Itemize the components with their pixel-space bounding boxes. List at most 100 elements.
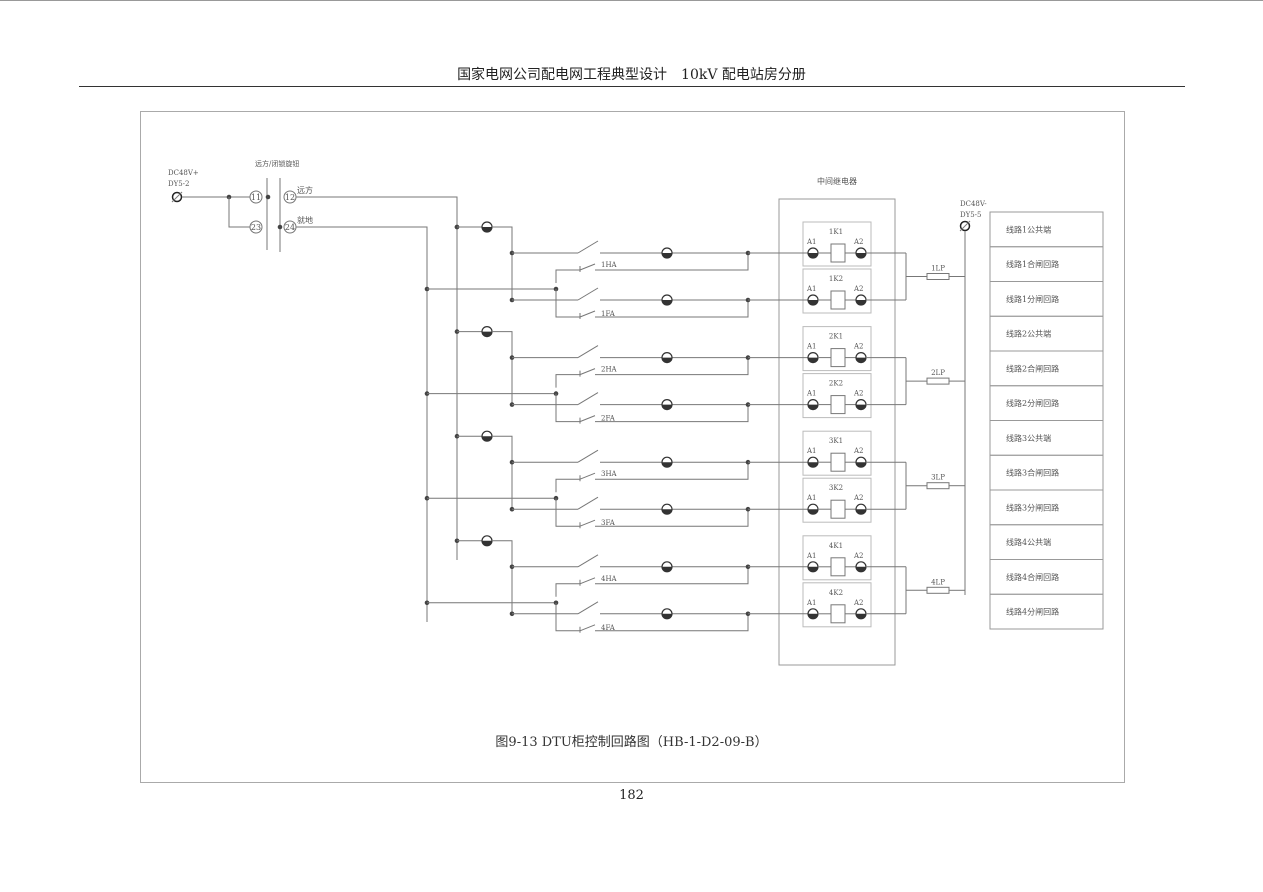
contact-blade (577, 287, 599, 301)
terminal-table-cell: 线路2分闸回路 (1006, 398, 1059, 408)
terminal-lamp-fill (856, 613, 866, 619)
open-contact-label: 3FA (601, 519, 616, 527)
fuse-icon (926, 377, 950, 385)
fuse-label: 2LP (931, 369, 945, 377)
terminal-lamp-fill (808, 566, 818, 572)
relay-coil (830, 452, 846, 472)
selector-terminal-label: 12 (285, 193, 295, 202)
terminal-slash (171, 191, 183, 203)
relay-coil (830, 604, 846, 624)
relay-box (802, 430, 872, 476)
relay-group-label: 中间继电器 (817, 176, 857, 186)
aux-contact (579, 415, 596, 423)
terminal-lamp-fill (662, 404, 672, 410)
terminal-lamp-fill (662, 566, 672, 572)
terminal-lamp-fill (808, 404, 818, 410)
open-contact-label: 2FA (601, 415, 616, 423)
fuse-icon (926, 586, 950, 594)
relay-label: 2K1 (829, 333, 843, 341)
terminal-symbol-icon (171, 191, 183, 203)
terminal-lamp-fill (856, 253, 866, 258)
coil-terminal-a1: A1 (806, 494, 817, 502)
aux-contact (579, 472, 596, 480)
contact-blade (577, 496, 599, 510)
terminal-lamp-fill (856, 300, 866, 305)
remote-label: 远方 (297, 185, 313, 195)
wire (228, 197, 250, 228)
junction-dot (277, 224, 283, 230)
coil-terminal-a2: A2 (853, 343, 864, 351)
relay-box (802, 268, 872, 314)
relay-coil (830, 557, 846, 577)
aux-contact (579, 263, 596, 271)
terminal-lamp-fill (662, 357, 672, 363)
relay-box (802, 326, 872, 372)
terminal-symbol-icon (959, 220, 971, 232)
wire (595, 357, 749, 376)
close-contact-label: 3HA (601, 470, 618, 478)
wire (555, 478, 580, 493)
terminal-lamp-fill (662, 613, 672, 619)
coil-terminal-a1: A1 (806, 390, 817, 398)
wire (595, 300, 749, 318)
terminal-table-cell: 线路1合闸回路 (1006, 259, 1059, 269)
terminal-lamp-fill (808, 613, 818, 619)
terminal-table-cell: 线路4公共端 (1006, 537, 1051, 547)
selector-terminal-label: 11 (251, 193, 261, 202)
terminal-table-cell: 线路2合闸回路 (1006, 363, 1059, 373)
selector-terminal-label: 24 (285, 223, 295, 232)
terminal-lamp-fill (482, 436, 492, 442)
wire (555, 374, 580, 388)
terminal-lamp-fill (808, 357, 818, 363)
wire (595, 613, 749, 632)
power-plus-label: DC48V+ (168, 169, 199, 177)
relay-label: 4K2 (829, 589, 843, 597)
close-contact-label: 4HA (601, 575, 618, 583)
terminal-lamp-fill (662, 300, 672, 305)
open-contact-label: 4FA (601, 624, 616, 632)
terminal-lamp-fill (856, 509, 866, 515)
terminal-table-cell: 线路1公共端 (1006, 224, 1051, 234)
fuse-label: 4LP (931, 578, 945, 586)
power-minus-label: DC48V- (960, 200, 987, 208)
selector-terminal (249, 190, 263, 204)
relay-label: 1K1 (829, 228, 843, 236)
terminal-lamp-fill (808, 509, 818, 515)
junction-dot (265, 194, 271, 200)
power-plus-terminal: DY5-2 (168, 180, 190, 188)
terminal-lamp-fill (662, 462, 672, 468)
terminal-table-cell: 线路3合闸回路 (1006, 468, 1059, 478)
relay-label: 2K2 (829, 380, 843, 388)
wire (492, 226, 513, 300)
contact-blade (577, 392, 599, 406)
coil-terminal-a1: A1 (806, 343, 817, 351)
wire (555, 602, 580, 632)
local-bus (296, 226, 428, 622)
selector-terminal-label: 23 (251, 223, 261, 232)
terminal-slash (959, 220, 971, 232)
header-rule (79, 86, 1185, 87)
wire (595, 509, 749, 527)
fuse-label: 1LP (931, 265, 945, 273)
coil-terminal-a2: A2 (853, 552, 864, 560)
relay-coil (830, 348, 846, 368)
relay-label: 1K2 (829, 275, 843, 283)
terminal-lamp-fill (808, 253, 818, 258)
terminal-table-cell: 线路2公共端 (1006, 329, 1051, 339)
fuse-label: 3LP (931, 474, 945, 482)
wire (492, 435, 513, 510)
power-minus-terminal: DY5-5 (960, 211, 982, 219)
coil-terminal-a2: A2 (853, 447, 864, 455)
wire (595, 462, 749, 480)
contact-blade (577, 601, 599, 615)
remote-bus (296, 196, 458, 560)
fuse-icon (926, 273, 950, 280)
contact-blade (577, 449, 599, 463)
relay-label: 3K1 (829, 437, 843, 445)
close-contact-label: 1HA (601, 261, 618, 269)
terminal-lamp-fill (662, 253, 672, 258)
terminal-lamp-fill (482, 331, 492, 337)
top-border (0, 0, 1263, 1)
